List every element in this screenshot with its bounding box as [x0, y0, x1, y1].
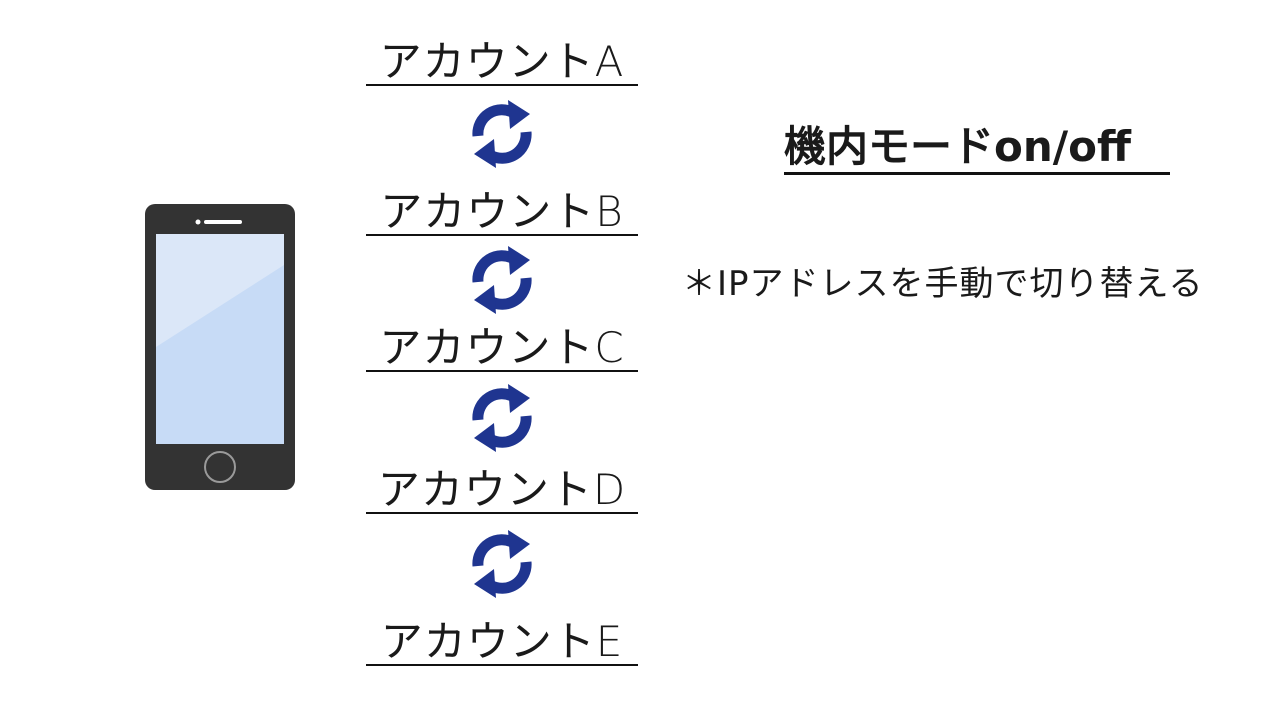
- sync-arrows-icon: [464, 380, 540, 456]
- account-underline-d: [366, 512, 638, 514]
- airplane-mode-title: 機内モードon/off: [784, 122, 1131, 172]
- account-label-d: アカウントD: [366, 466, 638, 514]
- account-underline-a: [366, 84, 638, 86]
- account-underline-c: [366, 370, 638, 372]
- sync-arrows-icon: [464, 242, 540, 318]
- title-underline: [784, 172, 1170, 175]
- account-label-e: アカウントE: [366, 618, 638, 666]
- sync-arrows-icon: [464, 96, 540, 172]
- account-label-b: アカウントB: [366, 188, 638, 236]
- ip-switch-note: ＊IPアドレスを手動で切り替える: [682, 262, 1204, 306]
- sync-arrows-icon: [464, 526, 540, 602]
- account-label-c: アカウントC: [366, 324, 638, 372]
- account-label-a: アカウントA: [366, 38, 638, 86]
- account-underline-e: [366, 664, 638, 666]
- account-underline-b: [366, 234, 638, 236]
- smartphone-icon: [144, 203, 296, 491]
